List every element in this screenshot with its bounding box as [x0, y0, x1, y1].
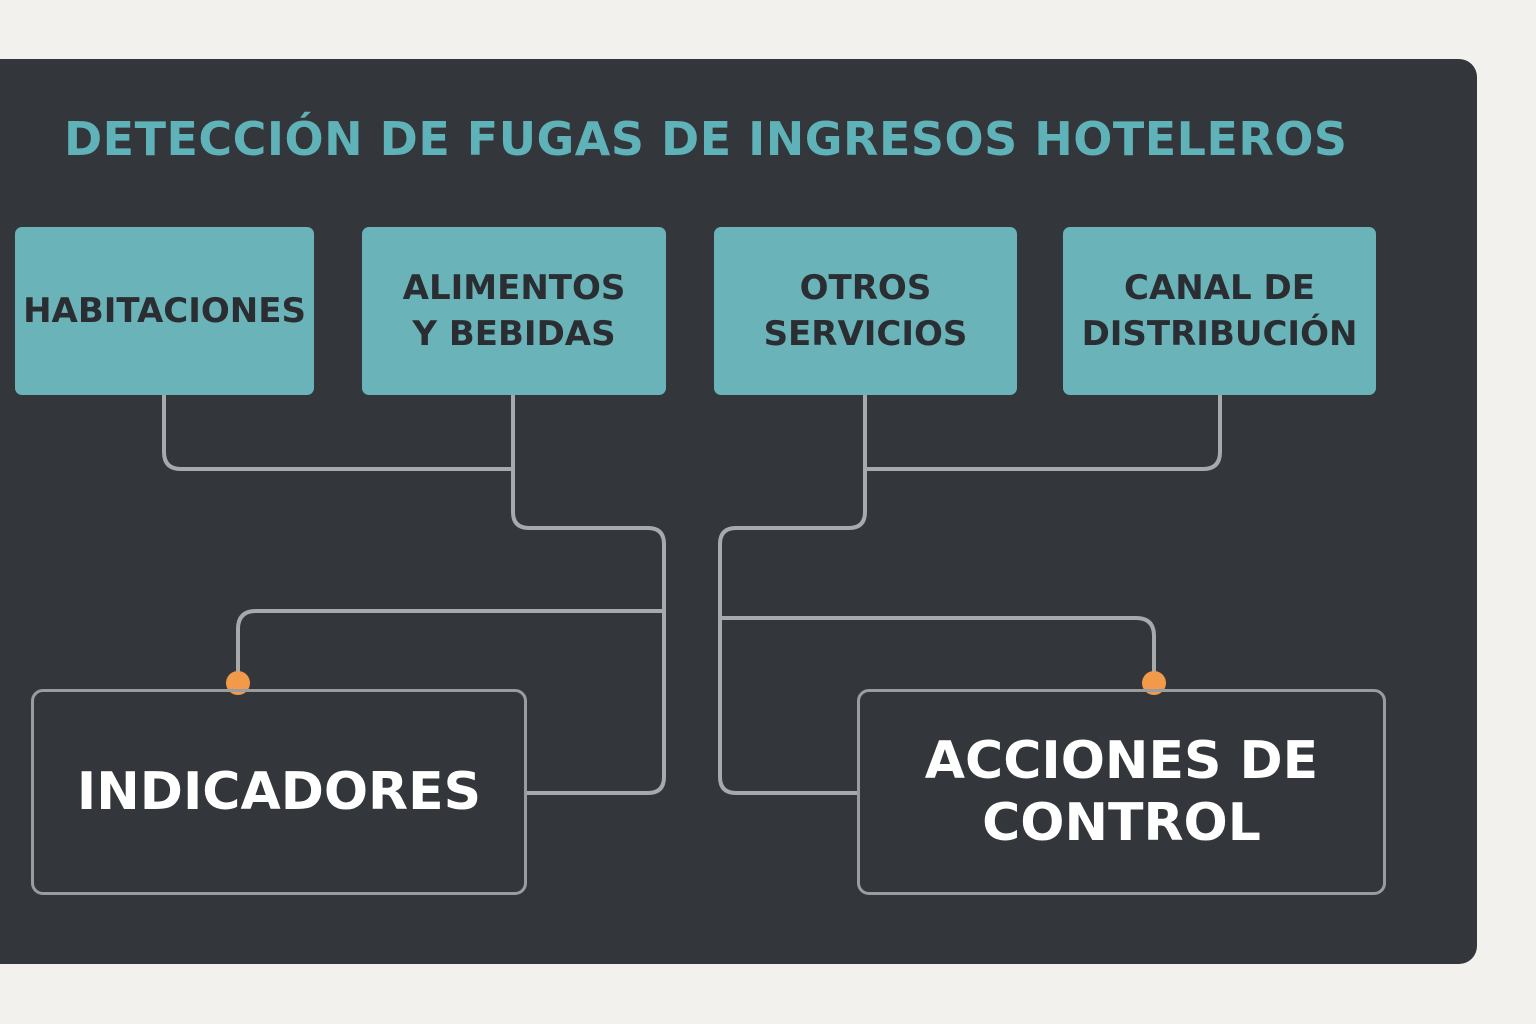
category-box-alimentos-bebidas: ALIMENTOS Y BEBIDAS: [362, 227, 666, 395]
category-label: ALIMENTOS: [402, 268, 626, 308]
connector-otros: [718, 394, 867, 795]
output-box-acciones-control: ACCIONES DE CONTROL: [857, 689, 1386, 895]
connector-to-indicadores: [236, 609, 666, 685]
category-box-habitaciones: HABITACIONES: [15, 227, 314, 395]
category-label: Y BEBIDAS: [412, 314, 616, 354]
connector-to-acciones: [718, 616, 1156, 685]
connector-alimentos: [511, 394, 666, 795]
category-label: HABITACIONES: [23, 291, 306, 331]
category-label: DISTRIBUCIÓN: [1081, 314, 1358, 354]
connector-habitaciones: [162, 394, 515, 471]
output-label: CONTROL: [982, 793, 1261, 853]
connector-canal: [863, 394, 1222, 471]
category-box-otros-servicios: OTROS SERVICIOS: [714, 227, 1017, 395]
output-label: INDICADORES: [76, 762, 482, 822]
category-label: CANAL DE: [1124, 268, 1315, 308]
category-label: OTROS: [799, 268, 932, 308]
category-label: SERVICIOS: [763, 314, 968, 354]
category-box-canal-distribucion: CANAL DE DISTRIBUCIÓN: [1063, 227, 1376, 395]
diagram-panel: [0, 59, 1477, 964]
output-label: ACCIONES DE: [924, 731, 1319, 791]
page-title: DETECCIÓN DE FUGAS DE INGRESOS HOTELEROS: [64, 112, 1348, 166]
output-box-indicadores: INDICADORES: [31, 689, 527, 895]
